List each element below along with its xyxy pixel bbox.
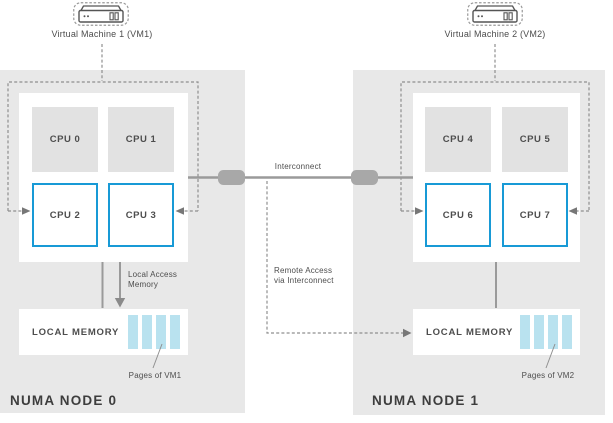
memory-page-bar — [128, 315, 138, 349]
vm2-label: Virtual Machine 2 (VM2) — [444, 29, 546, 39]
node-1-local-memory: LOCAL MEMORY — [413, 309, 580, 355]
remote-access-line2: via Interconnect — [274, 276, 334, 285]
local-access-memory-label: Local Access Memory — [128, 270, 177, 290]
interconnect-label: Interconnect — [274, 162, 322, 171]
cpu-4-box: CPU 4 — [425, 107, 491, 172]
node-0-memory-pages — [128, 315, 180, 349]
cpu-3-label: CPU 3 — [125, 209, 157, 221]
local-access-line2: Memory — [128, 280, 159, 289]
memory-page-bar — [534, 315, 544, 349]
pages-of-vm2-label: Pages of VM2 — [521, 371, 575, 380]
pages-of-vm1-label: Pages of VM1 — [128, 371, 182, 380]
node-1-local-memory-label: LOCAL MEMORY — [426, 326, 514, 338]
memory-page-bar — [562, 315, 572, 349]
cpu-6-label: CPU 6 — [442, 209, 474, 221]
cpu-3-box: CPU 3 — [108, 183, 174, 247]
remote-access-line1: Remote Access — [274, 266, 333, 275]
node-0-local-memory-label: LOCAL MEMORY — [32, 326, 120, 338]
memory-page-bar — [142, 315, 152, 349]
cpu-7-box: CPU 7 — [502, 183, 568, 247]
memory-page-bar — [156, 315, 166, 349]
local-access-line1: Local Access — [128, 270, 178, 279]
memory-page-bar — [548, 315, 558, 349]
cpu-0-label: CPU 0 — [49, 134, 81, 145]
numa-node-1-title: NUMA NODE 1 — [372, 393, 480, 408]
cpu-5-box: CPU 5 — [502, 107, 568, 172]
node-1-memory-pages — [520, 315, 572, 349]
node-0-local-memory: LOCAL MEMORY — [19, 309, 188, 355]
cpu-5-label: CPU 5 — [519, 134, 551, 145]
remote-access-label: Remote Access via Interconnect — [274, 266, 334, 286]
cpu-0-box: CPU 0 — [32, 107, 98, 172]
vm1-server-icon — [73, 2, 129, 26]
vm1-label: Virtual Machine 1 (VM1) — [51, 29, 153, 39]
cpu-1-label: CPU 1 — [125, 134, 157, 145]
cpu-7-label: CPU 7 — [519, 209, 551, 221]
cpu-6-box: CPU 6 — [425, 183, 491, 247]
cpu-1-box: CPU 1 — [108, 107, 174, 172]
memory-page-bar — [520, 315, 530, 349]
numa-node-0-title: NUMA NODE 0 — [10, 393, 118, 408]
memory-page-bar — [170, 315, 180, 349]
cpu-2-box: CPU 2 — [32, 183, 98, 247]
vm2-server-icon — [467, 2, 523, 26]
cpu-2-label: CPU 2 — [49, 209, 81, 221]
cpu-4-label: CPU 4 — [442, 134, 474, 145]
